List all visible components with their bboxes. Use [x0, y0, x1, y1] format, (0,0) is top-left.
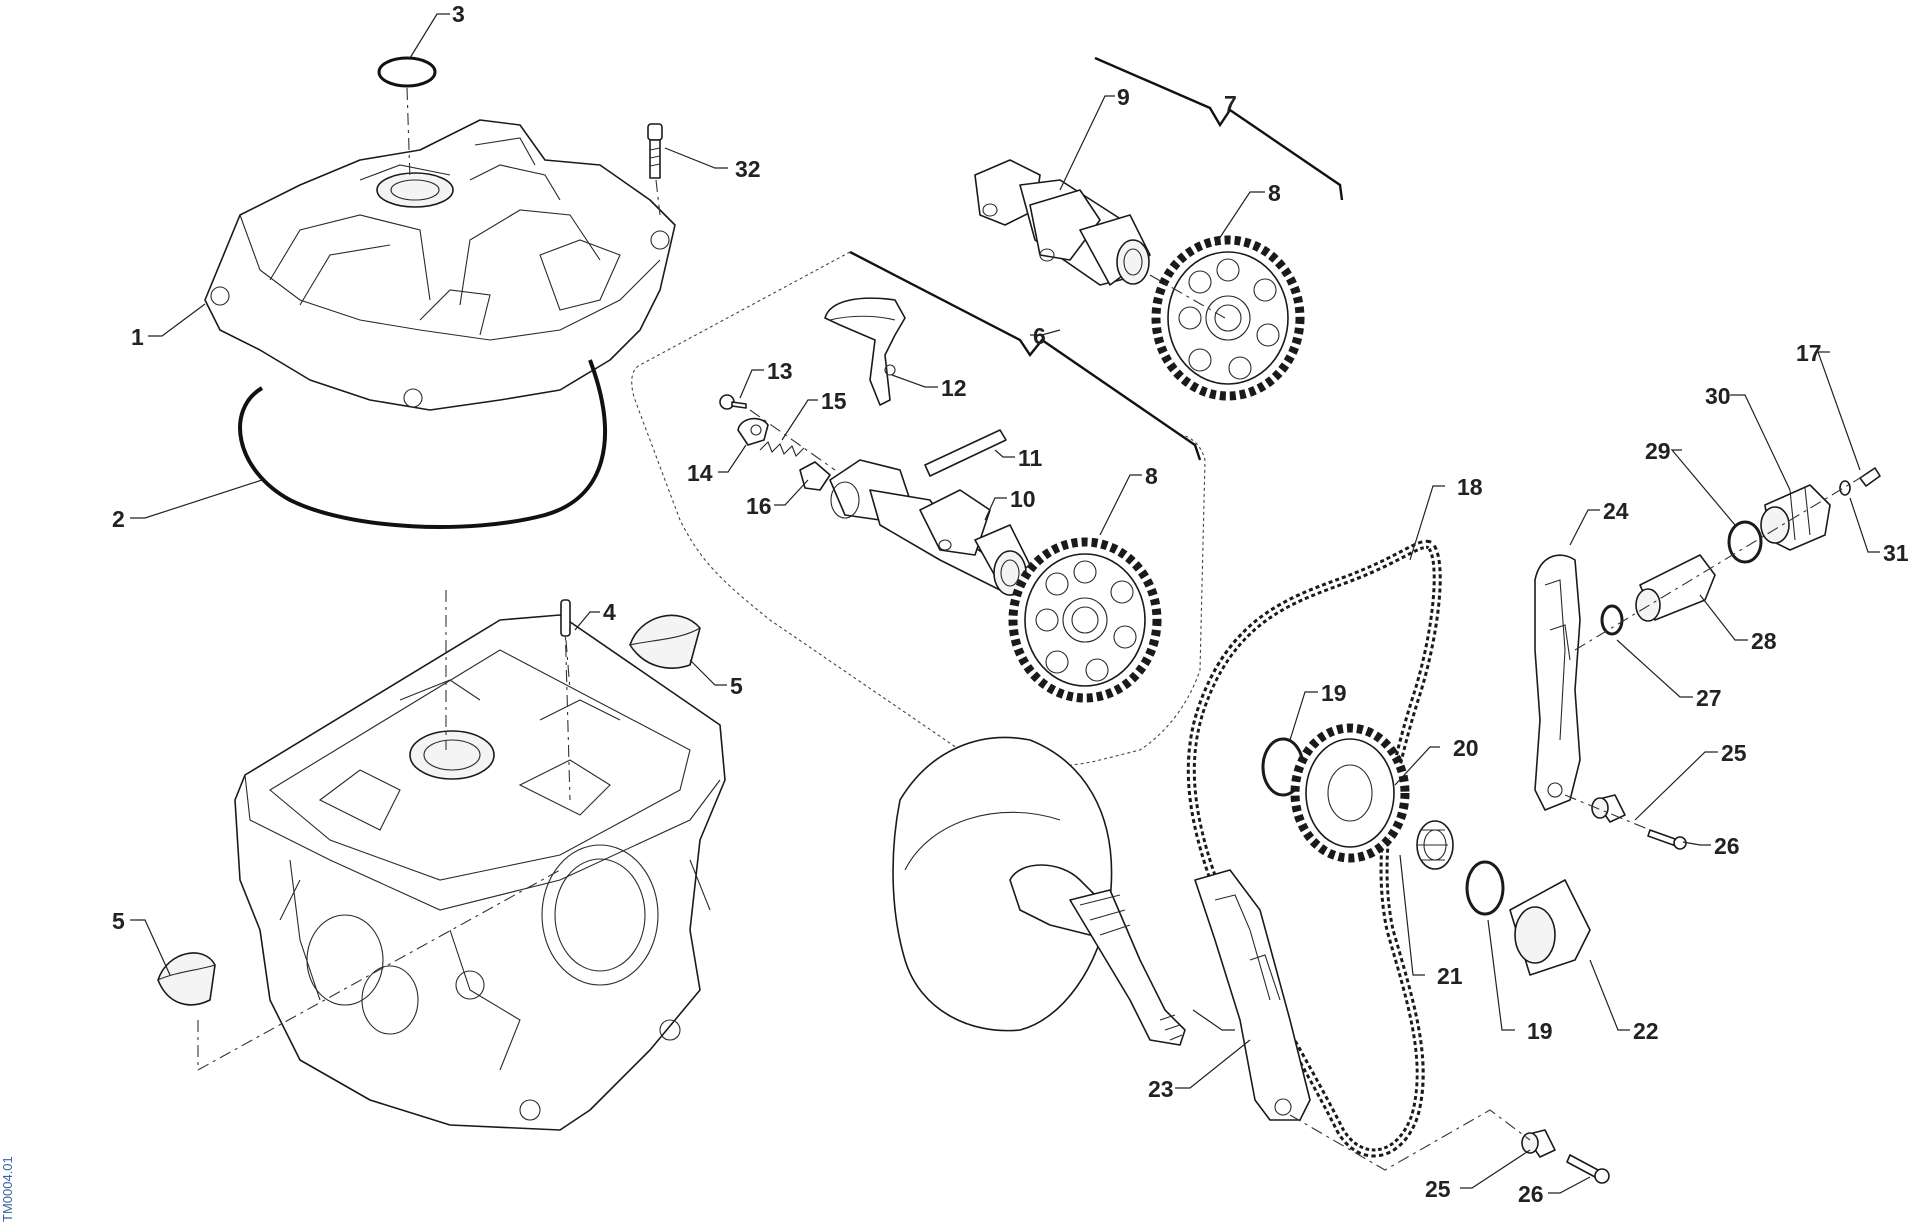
bolt-26-upper [1647, 829, 1687, 850]
leader-lines [130, 13, 1880, 1194]
callout-15: 15 [821, 388, 847, 414]
callout-30: 30 [1705, 383, 1731, 409]
tensioner-washer-31 [1839, 480, 1851, 496]
callout-12: 12 [941, 375, 967, 401]
callout-19-upper: 19 [1321, 680, 1347, 706]
callout-5-upper: 5 [730, 673, 743, 699]
callout-16: 16 [746, 493, 772, 519]
tensioner-screw-17 [1859, 467, 1881, 487]
callout-7: 7 [1224, 91, 1237, 117]
callout-17: 17 [1796, 340, 1822, 366]
callout-25-upper: 25 [1721, 740, 1747, 766]
bush-14 [737, 417, 769, 446]
cylinder-head-cover [204, 119, 676, 411]
callout-24: 24 [1603, 498, 1629, 524]
chain-guide-fixed [1194, 869, 1311, 1121]
callout-29: 29 [1645, 438, 1671, 464]
callout-27: 27 [1696, 685, 1722, 711]
callout-23: 23 [1148, 1076, 1174, 1102]
callout-19-lower: 19 [1527, 1018, 1553, 1044]
idler-gear [1290, 723, 1410, 863]
callout-31: 31 [1883, 540, 1909, 566]
callout-8-upper: 8 [1268, 180, 1281, 206]
pin-11 [924, 429, 1007, 477]
needle-bearing [1416, 820, 1454, 870]
spring-15 [759, 441, 805, 457]
tensioner-gasket-27 [1600, 604, 1624, 636]
shim-19-lower [1465, 860, 1505, 916]
callout-26-upper: 26 [1714, 833, 1740, 859]
timing-chain [1186, 539, 1442, 1158]
callout-11: 11 [1018, 445, 1043, 471]
bolt-26-lower [1566, 1154, 1610, 1184]
figure-reference-code: TM0004.01 [0, 1156, 15, 1222]
cylinder-head [234, 614, 726, 1131]
callout-18: 18 [1457, 474, 1483, 500]
callout-28: 28 [1751, 628, 1777, 654]
callout-32: 32 [735, 156, 761, 182]
callout-6: 6 [1033, 323, 1046, 349]
callout-26-lower: 26 [1518, 1181, 1544, 1207]
bolt-13 [719, 394, 747, 410]
half-moon-plug-upper [629, 614, 701, 669]
callout-25-lower: 25 [1425, 1176, 1451, 1202]
crankshaft [892, 736, 1186, 1046]
o-ring [377, 56, 437, 88]
intake-cam-sprocket [1008, 537, 1162, 703]
callout-20: 20 [1453, 735, 1479, 761]
chain-tensioner-slider [1534, 554, 1581, 811]
callout-4: 4 [603, 599, 616, 625]
callout-22: 22 [1633, 1018, 1659, 1044]
intake-camshaft [829, 459, 1031, 596]
callout-9: 9 [1117, 84, 1130, 110]
tensioner-plunger [1635, 554, 1716, 622]
callout-labels: 1 2 3 4 5 5 6 7 8 8 9 10 11 12 13 14 15 … [112, 1, 1909, 1207]
callout-10: 10 [1010, 486, 1036, 512]
roller-16 [799, 461, 831, 491]
half-moon-plug-lower [157, 952, 216, 1006]
callout-1: 1 [131, 324, 144, 350]
dowel-pin [560, 599, 571, 637]
callout-2: 2 [112, 506, 125, 532]
cover-gasket [238, 359, 607, 529]
cover-screw [647, 123, 663, 179]
callout-14: 14 [687, 460, 713, 486]
exhaust-cam-sprocket [1151, 235, 1305, 401]
idler-shaft [1509, 879, 1591, 976]
callout-21: 21 [1437, 963, 1463, 989]
callout-8-lower: 8 [1145, 463, 1158, 489]
tensioner-gasket-29 [1727, 520, 1763, 564]
callout-5-lower: 5 [112, 908, 125, 934]
callout-13: 13 [767, 358, 793, 384]
bushing-25-lower [1521, 1129, 1556, 1158]
bushing-25-upper [1591, 794, 1626, 823]
exhaust-camshaft [974, 159, 1151, 286]
decompressor-weight [824, 297, 906, 406]
callout-3: 3 [452, 1, 465, 27]
